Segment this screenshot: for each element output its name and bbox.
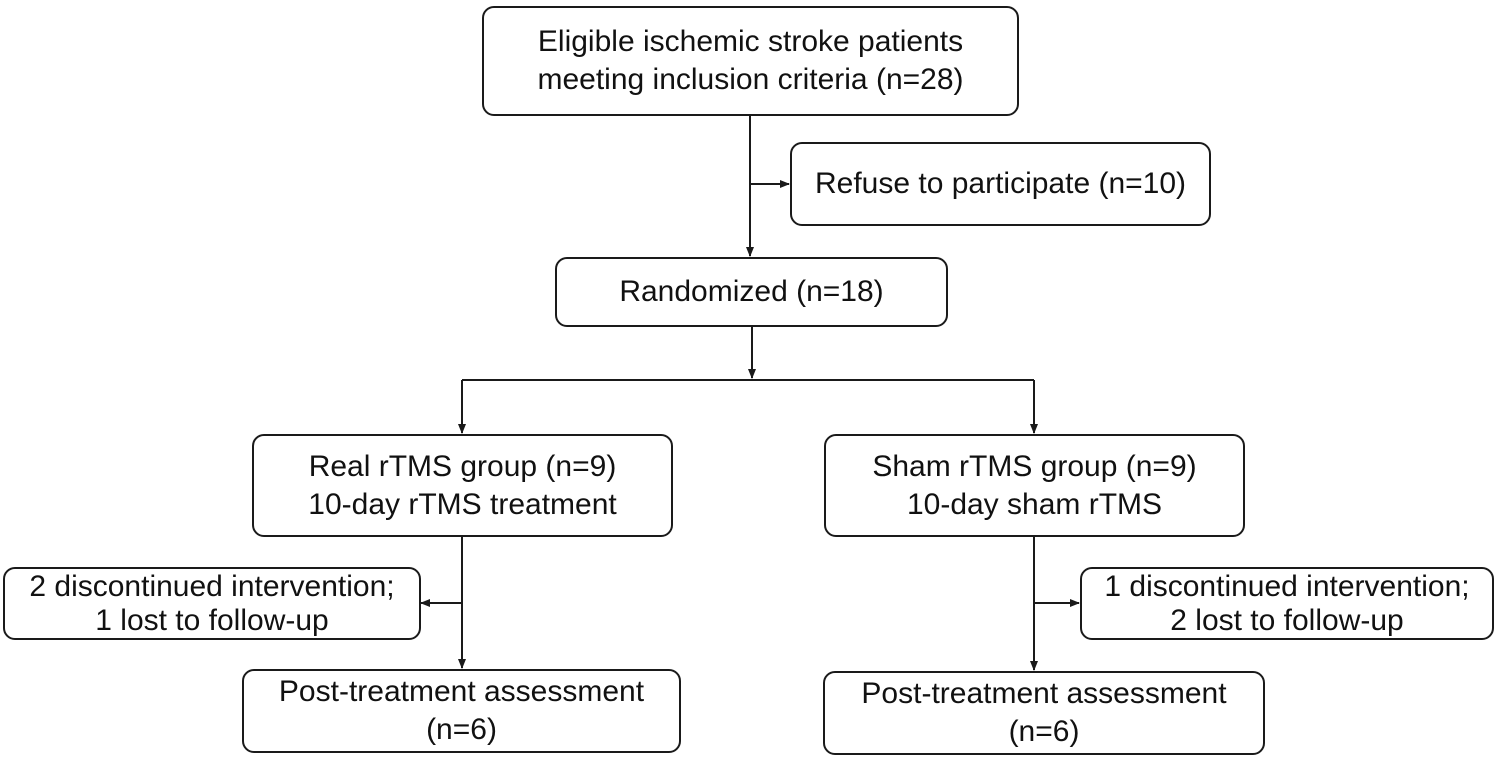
sham-dropout-box: 1 discontinued intervention; 2 lost to f… — [1080, 567, 1494, 640]
sham-assessment-line1: Post-treatment assessment — [861, 677, 1227, 710]
sham-dropout-line1: 1 discontinued intervention; — [1104, 569, 1470, 603]
sham-group-line1: Sham rTMS group (n=9) — [872, 449, 1197, 483]
excluded-box: Refuse to participate (n=10) — [790, 142, 1211, 226]
enrollment-box: Eligible ischemic stroke patients meetin… — [482, 6, 1019, 116]
real-group-line2: 10-day rTMS treatment — [308, 487, 617, 521]
real-assessment-line2: (n=6) — [426, 713, 497, 746]
sham-assessment-line2: (n=6) — [1008, 715, 1080, 748]
enrollment-line1: Eligible ischemic stroke patients — [537, 25, 964, 58]
randomized-label: Randomized (n=18) — [619, 275, 884, 308]
real-dropout-box: 2 discontinued intervention; 1 lost to f… — [3, 567, 421, 640]
sham-group-line2: 10-day sham rTMS — [906, 487, 1163, 521]
sham-assessment-box: Post-treatment assessment (n=6) — [823, 671, 1265, 755]
real-dropout-line1: 2 discontinued intervention; — [29, 569, 395, 603]
real-assessment-box: Post-treatment assessment (n=6) — [242, 669, 681, 753]
real-group-line1: Real rTMS group (n=9) — [308, 449, 617, 483]
excluded-label: Refuse to participate (n=10) — [814, 167, 1187, 200]
randomized-box: Randomized (n=18) — [555, 257, 948, 327]
real-group-box: Real rTMS group (n=9) 10-day rTMS treatm… — [252, 434, 673, 537]
enrollment-line2: meeting inclusion criteria (n=28) — [537, 63, 964, 96]
real-dropout-line2: 1 lost to follow-up — [95, 603, 329, 637]
real-assessment-line1: Post-treatment assessment — [278, 675, 645, 708]
sham-dropout-line2: 2 lost to follow-up — [1170, 603, 1404, 637]
sham-group-box: Sham rTMS group (n=9) 10-day sham rTMS — [824, 434, 1245, 537]
